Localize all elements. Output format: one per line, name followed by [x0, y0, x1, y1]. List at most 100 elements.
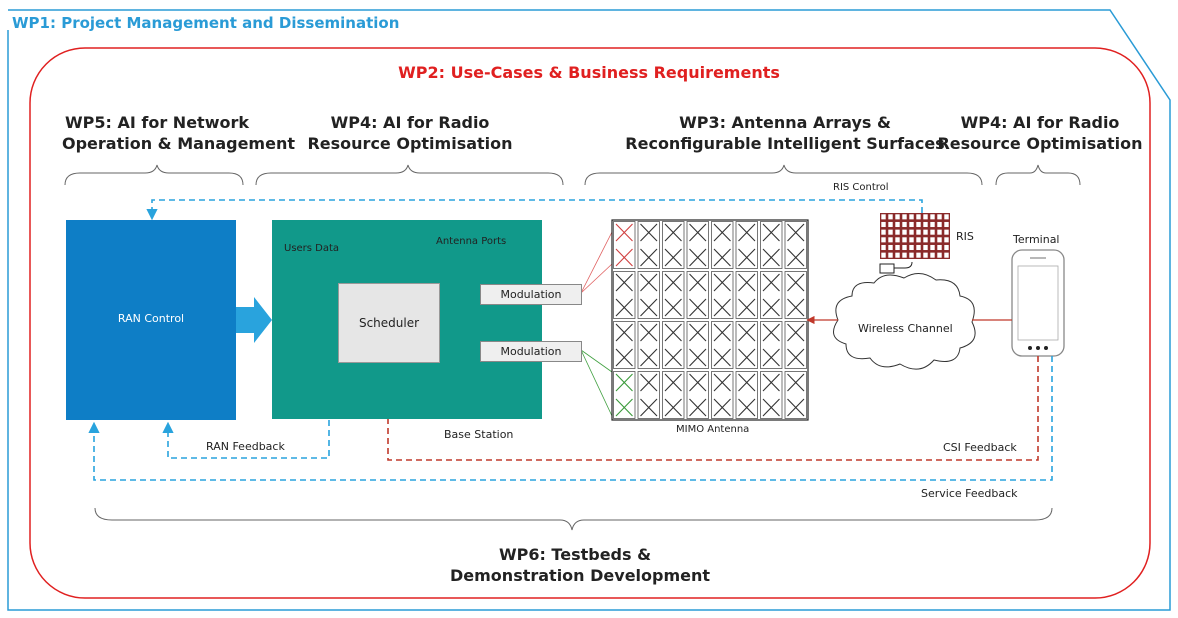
ris-element [944, 214, 949, 220]
ris-element [923, 214, 928, 220]
ris-element [909, 237, 914, 243]
ris-element [881, 214, 886, 220]
ris-panel [880, 213, 950, 259]
ris-element [937, 244, 942, 251]
mimo-element [787, 298, 805, 317]
ris-element [937, 214, 942, 220]
ris-element [895, 252, 900, 258]
wp3-brace [584, 164, 983, 186]
mimo-cell [760, 321, 783, 369]
wp3-header: WP3: Antenna Arrays & Reconfigurable Int… [620, 112, 950, 154]
wp3-header-line1: WP3: Antenna Arrays & [679, 113, 891, 132]
mimo-cell [637, 321, 660, 369]
mimo-element [762, 248, 780, 267]
wireless-channel-label: Wireless Channel [858, 322, 953, 335]
ris-connector [879, 261, 913, 274]
ris-element [895, 229, 900, 235]
mimo-element [640, 273, 658, 292]
mimo-cell [760, 271, 783, 319]
mimo-element [713, 273, 731, 292]
ris-element [937, 229, 942, 235]
mimo-element [664, 298, 682, 317]
mimo-cell [735, 221, 758, 269]
mimo-cell [662, 371, 685, 419]
ran-control-label: RAN Control [117, 312, 185, 325]
ris-element [944, 252, 949, 258]
mimo-cell [760, 221, 783, 269]
ris-element [888, 252, 893, 258]
mimo-element [787, 323, 805, 342]
mimo-element [762, 223, 780, 242]
ris-element [944, 244, 949, 251]
mimo-element [664, 348, 682, 367]
mimo-element [689, 373, 707, 392]
ris-element [902, 229, 907, 235]
wp2-frame [29, 47, 1151, 599]
mimo-element [762, 273, 780, 292]
ran-feedback-link [162, 420, 330, 459]
ris-element [923, 252, 928, 258]
mimo-element [615, 348, 633, 367]
ris-element [902, 221, 907, 228]
ris-element [944, 237, 949, 243]
mimo-element [762, 298, 780, 317]
ris-control-label: RIS Control [833, 182, 889, 193]
mimo-cell [711, 371, 734, 419]
mimo-element [713, 348, 731, 367]
mimo-element [762, 348, 780, 367]
mimo-cell [686, 271, 709, 319]
mimo-element [762, 323, 780, 342]
ris-element [909, 244, 914, 251]
mimo-element [713, 398, 731, 417]
service-feedback-label: Service Feedback [921, 487, 1018, 500]
ris-element [930, 237, 935, 243]
mimo-element [664, 323, 682, 342]
ris-backplate [880, 213, 950, 259]
ris-element [944, 229, 949, 235]
mimo-element [713, 223, 731, 242]
ris-element [902, 237, 907, 243]
mimo-element [640, 398, 658, 417]
mimo-cell [613, 371, 636, 419]
mimo-element [738, 248, 756, 267]
ris-element [895, 244, 900, 251]
ris-element [930, 214, 935, 220]
mimo-element [689, 273, 707, 292]
ris-element [909, 214, 914, 220]
mimo-element [689, 223, 707, 242]
ris-element [888, 214, 893, 220]
ris-control-link [146, 199, 923, 221]
mimo-element [713, 248, 731, 267]
mimo-element [713, 373, 731, 392]
wp1-frame [7, 9, 1171, 611]
mimo-element [640, 323, 658, 342]
mimo-element [738, 348, 756, 367]
terminal-label: Terminal [1013, 233, 1060, 246]
mimo-element [689, 348, 707, 367]
ris-element [923, 221, 928, 228]
wp4b-header-line2: Resource Optimisation [937, 134, 1143, 153]
mimo-cell [686, 371, 709, 419]
mimo-element [640, 223, 658, 242]
mimo-cell [637, 221, 660, 269]
ris-element [888, 221, 893, 228]
ris-element [909, 221, 914, 228]
ris-element [930, 244, 935, 251]
modulation-block-2: Modulation [480, 341, 582, 362]
ris-element [895, 237, 900, 243]
mimo-cell [735, 321, 758, 369]
ris-element [881, 229, 886, 235]
wp4a-header: WP4: AI for Radio Resource Optimisation [305, 112, 515, 154]
ris-element [937, 221, 942, 228]
wp4b-header-line1: WP4: AI for Radio [960, 113, 1120, 132]
wp6-footer: WP6: Testbeds & Demonstration Developmen… [450, 544, 710, 586]
mimo-cell [686, 321, 709, 369]
terminal-phone [1011, 249, 1065, 357]
mimo-cell [637, 371, 660, 419]
ris-element [930, 221, 935, 228]
wp1-title: WP1: Project Management and Disseminatio… [12, 14, 400, 32]
mimo-cell [784, 321, 807, 369]
mimo-element [615, 298, 633, 317]
